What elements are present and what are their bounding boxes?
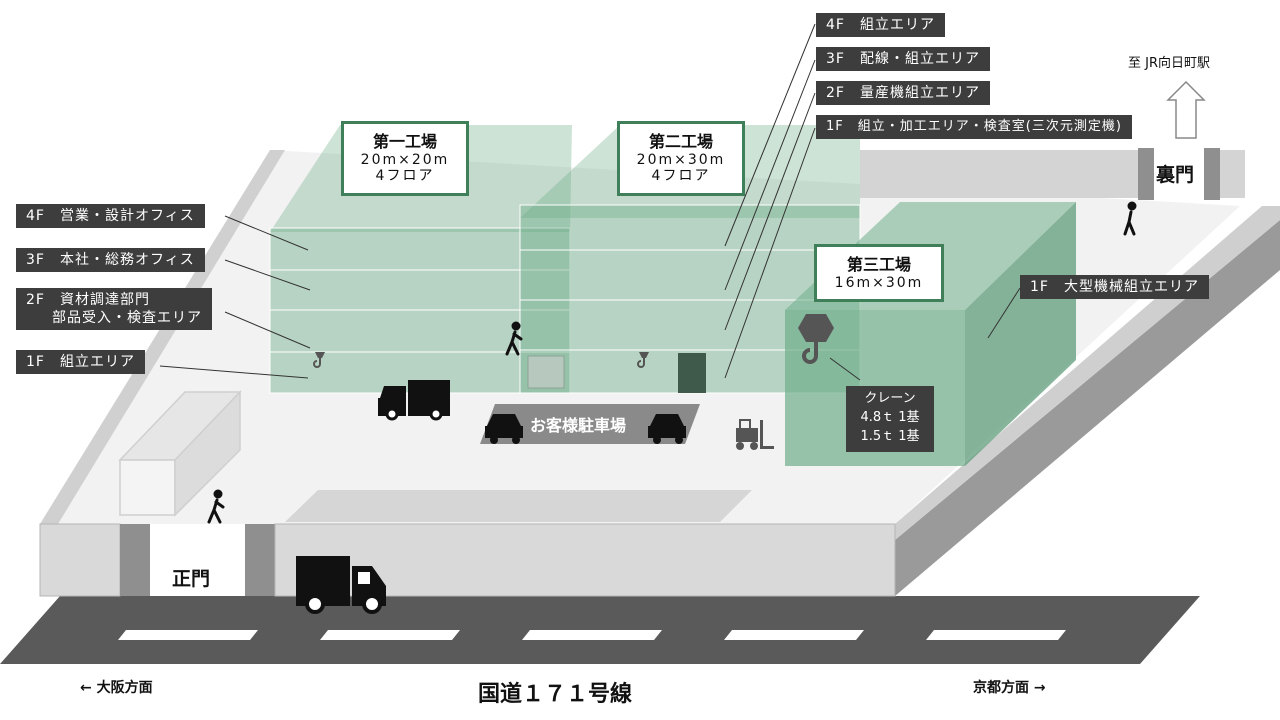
wall-front-left bbox=[39, 523, 121, 597]
floor-label-left-4f: 4F 営業・設計オフィス bbox=[16, 204, 205, 228]
back-gate-post-right bbox=[1204, 148, 1220, 200]
floor-label-left-2f: 2F 資材調達部門部品受入・検査エリア bbox=[16, 288, 212, 330]
factory3-floor-label: 1F 大型機械組立エリア bbox=[1020, 275, 1209, 299]
crane-label: クレーン 4.8ｔ 1基 1.5ｔ 1基 bbox=[846, 386, 934, 452]
direction-kyoto: 京都方面 → bbox=[973, 680, 1046, 696]
hook-icon bbox=[313, 352, 649, 368]
parking-area bbox=[480, 404, 700, 444]
floor-label-left-1f: 1F 組立エリア bbox=[16, 350, 145, 374]
factory-2-label: 第二工場 20m×30m 4フロア bbox=[617, 121, 745, 196]
station-label: 至 JR向日町駅 bbox=[1128, 56, 1210, 71]
forklift-icon bbox=[736, 419, 774, 450]
wall-back bbox=[860, 150, 1138, 198]
front-area-shadow bbox=[285, 490, 752, 522]
machine-tool-icon bbox=[527, 355, 565, 389]
main-gate-post-left bbox=[120, 524, 150, 596]
arrow-up-icon bbox=[1166, 80, 1206, 139]
back-gate-label: 裏門 bbox=[1156, 164, 1195, 186]
factory-1-label: 第一工場 20m×20m 4フロア bbox=[341, 121, 469, 196]
factory-3-label: 第三工場 16m×30m bbox=[814, 244, 944, 302]
back-gate-post-left bbox=[1138, 148, 1154, 200]
floor-label-left-3f: 3F 本社・総務オフィス bbox=[16, 248, 205, 272]
floor-label-right-2f: 2F 量産機組立エリア bbox=[816, 81, 990, 105]
storage-shed bbox=[118, 390, 242, 517]
truck-icon bbox=[378, 380, 450, 421]
wall-right-side bbox=[895, 220, 1280, 596]
wall-back-right bbox=[1220, 150, 1245, 198]
floor-label-right-4f: 4F 組立エリア bbox=[816, 13, 945, 37]
leader-lines-right bbox=[724, 23, 1021, 381]
truck-large-icon bbox=[296, 556, 386, 614]
floor-label-right-3f: 3F 配線・組立エリア bbox=[816, 47, 990, 71]
car-icon bbox=[485, 414, 686, 444]
road-name: 国道１７１号線 bbox=[478, 682, 633, 707]
floor-label-right-1f: 1F 組立・加工エリア・検査室(三次元測定機) bbox=[816, 115, 1132, 139]
main-gate-post-right bbox=[245, 524, 275, 596]
direction-osaka: ← 大阪方面 bbox=[80, 680, 153, 696]
crane-hook-icon bbox=[798, 314, 834, 364]
leader-lines-left bbox=[159, 215, 311, 379]
walking-person-icon bbox=[207, 201, 1137, 524]
wall-left bbox=[40, 150, 285, 524]
main-gate-label: 正門 bbox=[172, 568, 211, 590]
parking-label: お客様駐車場 bbox=[530, 416, 627, 435]
road-lane-marks bbox=[118, 630, 1066, 640]
